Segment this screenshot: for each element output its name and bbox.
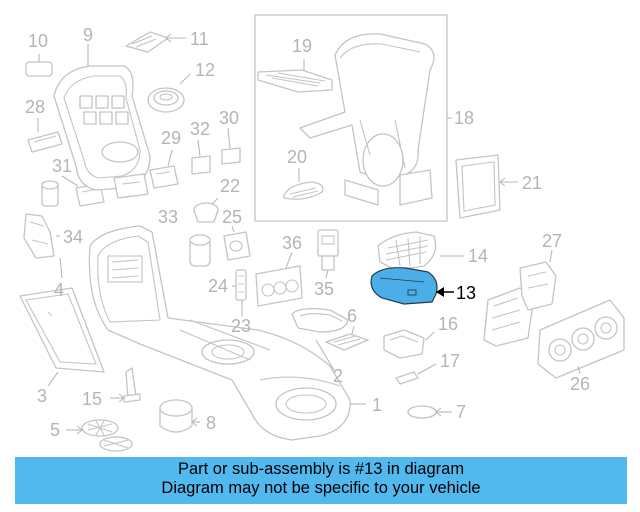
callout-31: 31: [52, 156, 72, 176]
callout-10: 10: [28, 31, 48, 51]
callout-30: 30: [219, 108, 239, 128]
callout-34: 34: [63, 227, 83, 247]
callout-12: 12: [195, 60, 215, 80]
left-small-parts: [19, 31, 200, 452]
callout-29: 29: [161, 128, 181, 148]
part-21: [455, 154, 518, 219]
callout-3: 3: [37, 386, 47, 406]
callout-22: 22: [220, 176, 240, 196]
callout-15: 15: [82, 389, 102, 409]
callout-14: 14: [468, 246, 488, 266]
callout-13: 13: [456, 283, 476, 303]
main-console: [88, 225, 369, 441]
callout-2: 2: [333, 366, 343, 386]
callout-27: 27: [542, 231, 562, 251]
callout-8: 8: [206, 413, 216, 433]
console-bezel: [53, 44, 339, 316]
callout-26: 26: [570, 374, 590, 394]
callout-19: 19: [292, 36, 312, 56]
callout-18: 18: [454, 108, 474, 128]
callout-36: 36: [282, 233, 302, 253]
callout-35: 35: [314, 279, 334, 299]
callout-7: 7: [456, 402, 466, 422]
info-banner: Part or sub-assembly is #13 in diagram D…: [15, 457, 627, 504]
callout-16: 16: [438, 314, 458, 334]
callout-21: 21: [522, 173, 542, 193]
callout-4: 4: [54, 280, 64, 300]
banner-line-2: Diagram may not be specific to your vehi…: [161, 479, 481, 497]
callout-20: 20: [287, 147, 307, 167]
part-13-highlight: [370, 267, 454, 305]
callout-28: 28: [25, 97, 45, 117]
callout-33: 33: [158, 207, 178, 227]
callout-6: 6: [347, 306, 357, 326]
callout-17: 17: [440, 351, 460, 371]
callout-23: 23: [231, 316, 251, 336]
callout-labels: 10 9 11 12 28 29 32 30 31 22 33 25 34 36…: [25, 25, 590, 440]
callout-32: 32: [190, 119, 210, 139]
armrest-group: [254, 14, 448, 222]
callout-11: 11: [190, 29, 209, 49]
callout-1: 1: [372, 395, 382, 415]
callout-9: 9: [83, 25, 93, 45]
callout-24: 24: [208, 276, 228, 296]
right-parts: [377, 231, 625, 419]
callout-25: 25: [222, 207, 242, 227]
callout-5: 5: [50, 420, 60, 440]
banner-line-1: Part or sub-assembly is #13 in diagram: [177, 460, 465, 478]
